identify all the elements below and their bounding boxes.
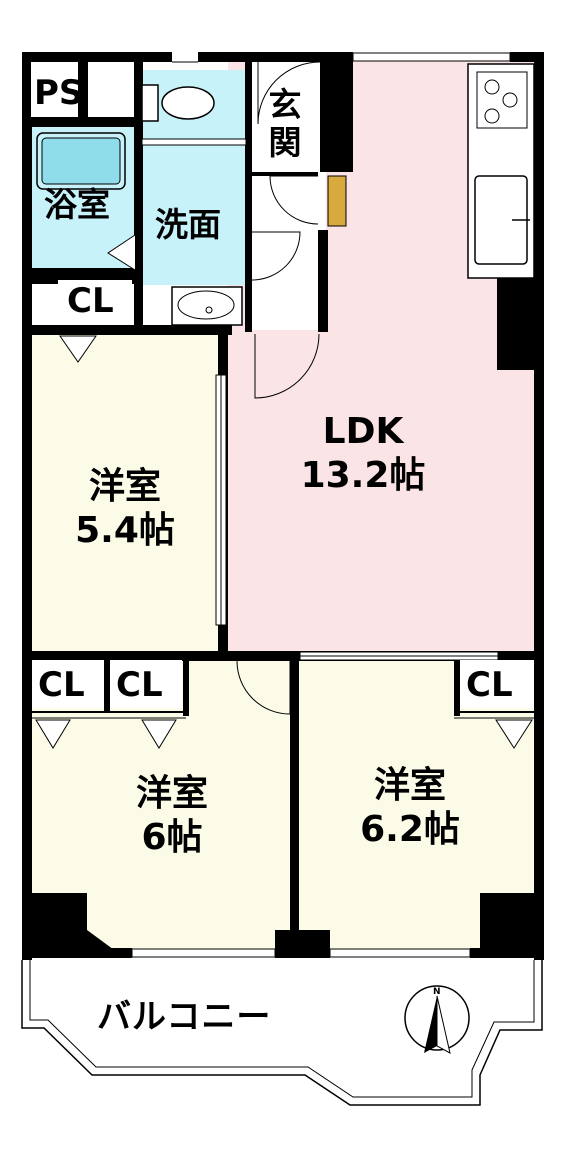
wall-left: [22, 52, 32, 960]
door-shoes: [269, 175, 319, 225]
toilet-tank: [141, 84, 159, 122]
balcony-label: バルコニー: [97, 997, 272, 1037]
western-room-3-label: 洋室 6.2帖: [330, 764, 490, 852]
closet-4-label: CL: [466, 665, 513, 705]
window-bottom-left: [131, 948, 276, 958]
wall-bath-right: [134, 62, 143, 332]
ldk-label: LDK 13.2帖: [283, 410, 443, 498]
wall-wash-right: [245, 62, 252, 332]
toilet-bowl: [161, 86, 215, 120]
wall-wr2-right: [290, 655, 299, 955]
washbasin-bowl: [177, 290, 235, 320]
closet-4-door-mark: [495, 719, 533, 749]
western-room-1-size: 5.4帖: [75, 510, 175, 551]
door-wr2: [236, 660, 291, 715]
entrance-text: 玄関: [268, 85, 302, 162]
closet-1-box: [58, 280, 132, 325]
closet-23-right-wall: [183, 660, 189, 716]
wall-top-mid: [198, 52, 353, 62]
bathtub-inner: [41, 137, 121, 185]
door-ldk: [254, 333, 320, 399]
wall-ps-bottom: [22, 117, 140, 127]
entrance-step: [252, 172, 318, 176]
pillar-bottom-right: [480, 893, 544, 958]
closet-3-door-mark: [141, 719, 177, 749]
wall-top-left: [22, 52, 172, 62]
wall-ps-right: [78, 62, 88, 117]
stove-burner-3: [484, 108, 500, 124]
washroom-floor: [142, 145, 246, 285]
pillar-bottom-left: [22, 893, 87, 958]
entrance-floor: [251, 60, 326, 330]
compass-needle-black: [424, 996, 437, 1053]
wall-cl1-bottom: [22, 325, 232, 335]
western-room-1-label: 洋室 5.4帖: [45, 465, 205, 553]
western-room-1-name: 洋室: [88, 466, 161, 507]
ldk-name: LDK: [322, 411, 404, 452]
door-washroom: [251, 231, 301, 281]
closet-4-box: [460, 660, 534, 708]
closet-4-left-wall: [454, 660, 460, 716]
washbasin-drain: [205, 306, 213, 314]
western-room-3-name: 洋室: [373, 765, 446, 806]
pillar-right-mid: [497, 278, 544, 370]
western-room-1-floor: [31, 334, 219, 652]
closet-1-door-mark: [59, 335, 97, 363]
closet-2-label: CL: [38, 665, 85, 705]
entrance-label: 玄関: [268, 86, 302, 162]
western-room-2-name: 洋室: [135, 773, 208, 814]
wall-top-right: [510, 52, 544, 62]
stove-burner-2: [502, 92, 518, 108]
closet-2-door-mark: [35, 719, 71, 749]
window-top: [352, 52, 511, 62]
balcony-outline: [21, 960, 543, 1106]
closet-2-box: [32, 660, 104, 708]
pillar-bottom-left-edge: [87, 893, 125, 958]
compass-north-label: N: [433, 987, 441, 997]
door-entrance: [257, 61, 321, 125]
western-room-2-size: 6帖: [141, 817, 203, 858]
closet-3-box: [110, 660, 182, 708]
window-bottom-right: [329, 948, 471, 958]
closet-3-label: CL: [116, 665, 163, 705]
pipe-space-box: [31, 62, 78, 117]
pipe-space-label: PS: [34, 73, 84, 113]
western-room-2-label: 洋室 6帖: [92, 772, 252, 860]
closet-1-label: CL: [67, 281, 114, 321]
compass-needle-white: [436, 995, 451, 1054]
shoe-box: [327, 175, 347, 227]
stove-burner-1: [484, 79, 500, 95]
wall-right: [534, 52, 544, 960]
western-room-3-size: 6.2帖: [360, 809, 460, 850]
bathroom-label: 浴室: [44, 185, 110, 224]
wall-mid-horizontal: [22, 651, 544, 661]
wall-entry-right: [320, 62, 353, 172]
stove: [476, 71, 528, 129]
wall-toilet-bottom: [141, 138, 247, 146]
door-bath: [107, 234, 136, 271]
ldk-size: 13.2帖: [300, 455, 426, 496]
washroom-label: 洗面: [155, 205, 221, 244]
wall-bottom-mid: [275, 930, 330, 958]
wall-entry-right-lower: [318, 230, 328, 332]
balcony-inner-rail: [29, 960, 535, 1098]
